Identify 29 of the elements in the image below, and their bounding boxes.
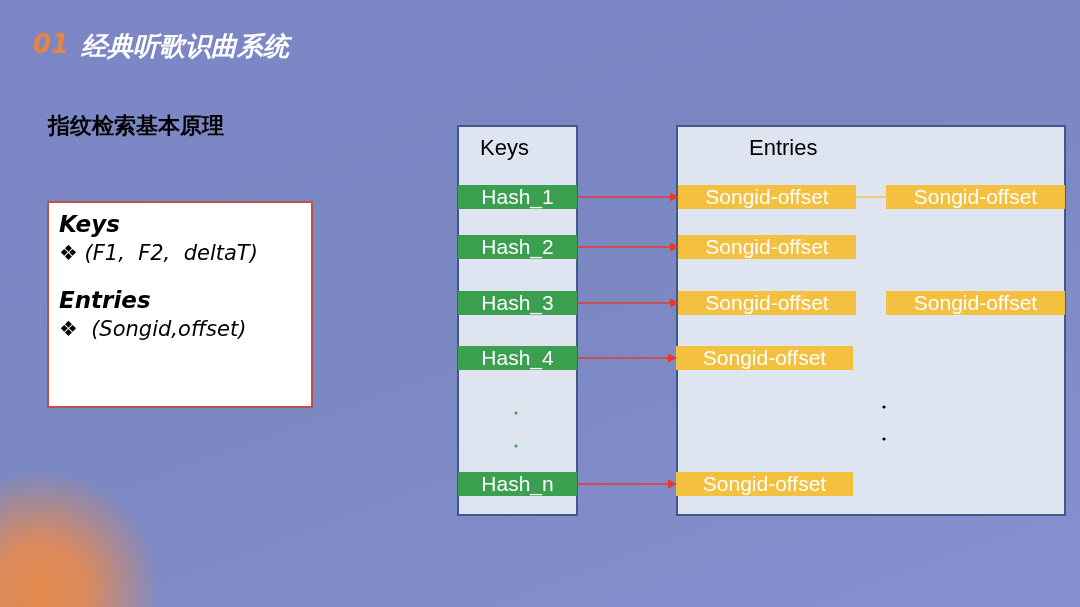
hash-key-label: Hash_3 [458, 291, 577, 315]
hash-key-label: Hash_n [458, 472, 577, 496]
arrow [576, 298, 679, 308]
card-heading: Keys [59, 210, 121, 239]
arrow [576, 479, 677, 489]
arrow [576, 242, 679, 252]
column-heading: Keys [480, 135, 529, 161]
entry-label: Songid-offset [678, 291, 856, 315]
arrow [576, 192, 679, 202]
hash-key-label: Hash_4 [458, 346, 577, 370]
entry-label: Songid-offset [678, 185, 856, 209]
entry-label: Songid-offset [678, 235, 856, 259]
definition-card [47, 201, 313, 408]
card-heading: Entries [59, 286, 152, 315]
entry-label: Songid-offset [886, 291, 1065, 315]
entry-label: Songid-offset [676, 346, 853, 370]
subtitle: 指纹检索基本原理 [48, 112, 224, 140]
entry-label: Songid-offset [886, 185, 1065, 209]
table-panel [676, 125, 1066, 516]
tuple-text: ❖ (Songid,offset) [59, 316, 248, 343]
hash-key-label: Hash_1 [458, 185, 577, 209]
entry-label: Songid-offset [676, 472, 853, 496]
hash-key-label: Hash_2 [458, 235, 577, 259]
section-number: 01 [33, 29, 70, 59]
tuple-text: ❖ (F1, F2, deltaT) [59, 240, 259, 267]
arrow [576, 353, 677, 363]
column-heading: Entries [749, 135, 818, 161]
connector-line [855, 196, 887, 198]
table-panel [457, 125, 578, 516]
